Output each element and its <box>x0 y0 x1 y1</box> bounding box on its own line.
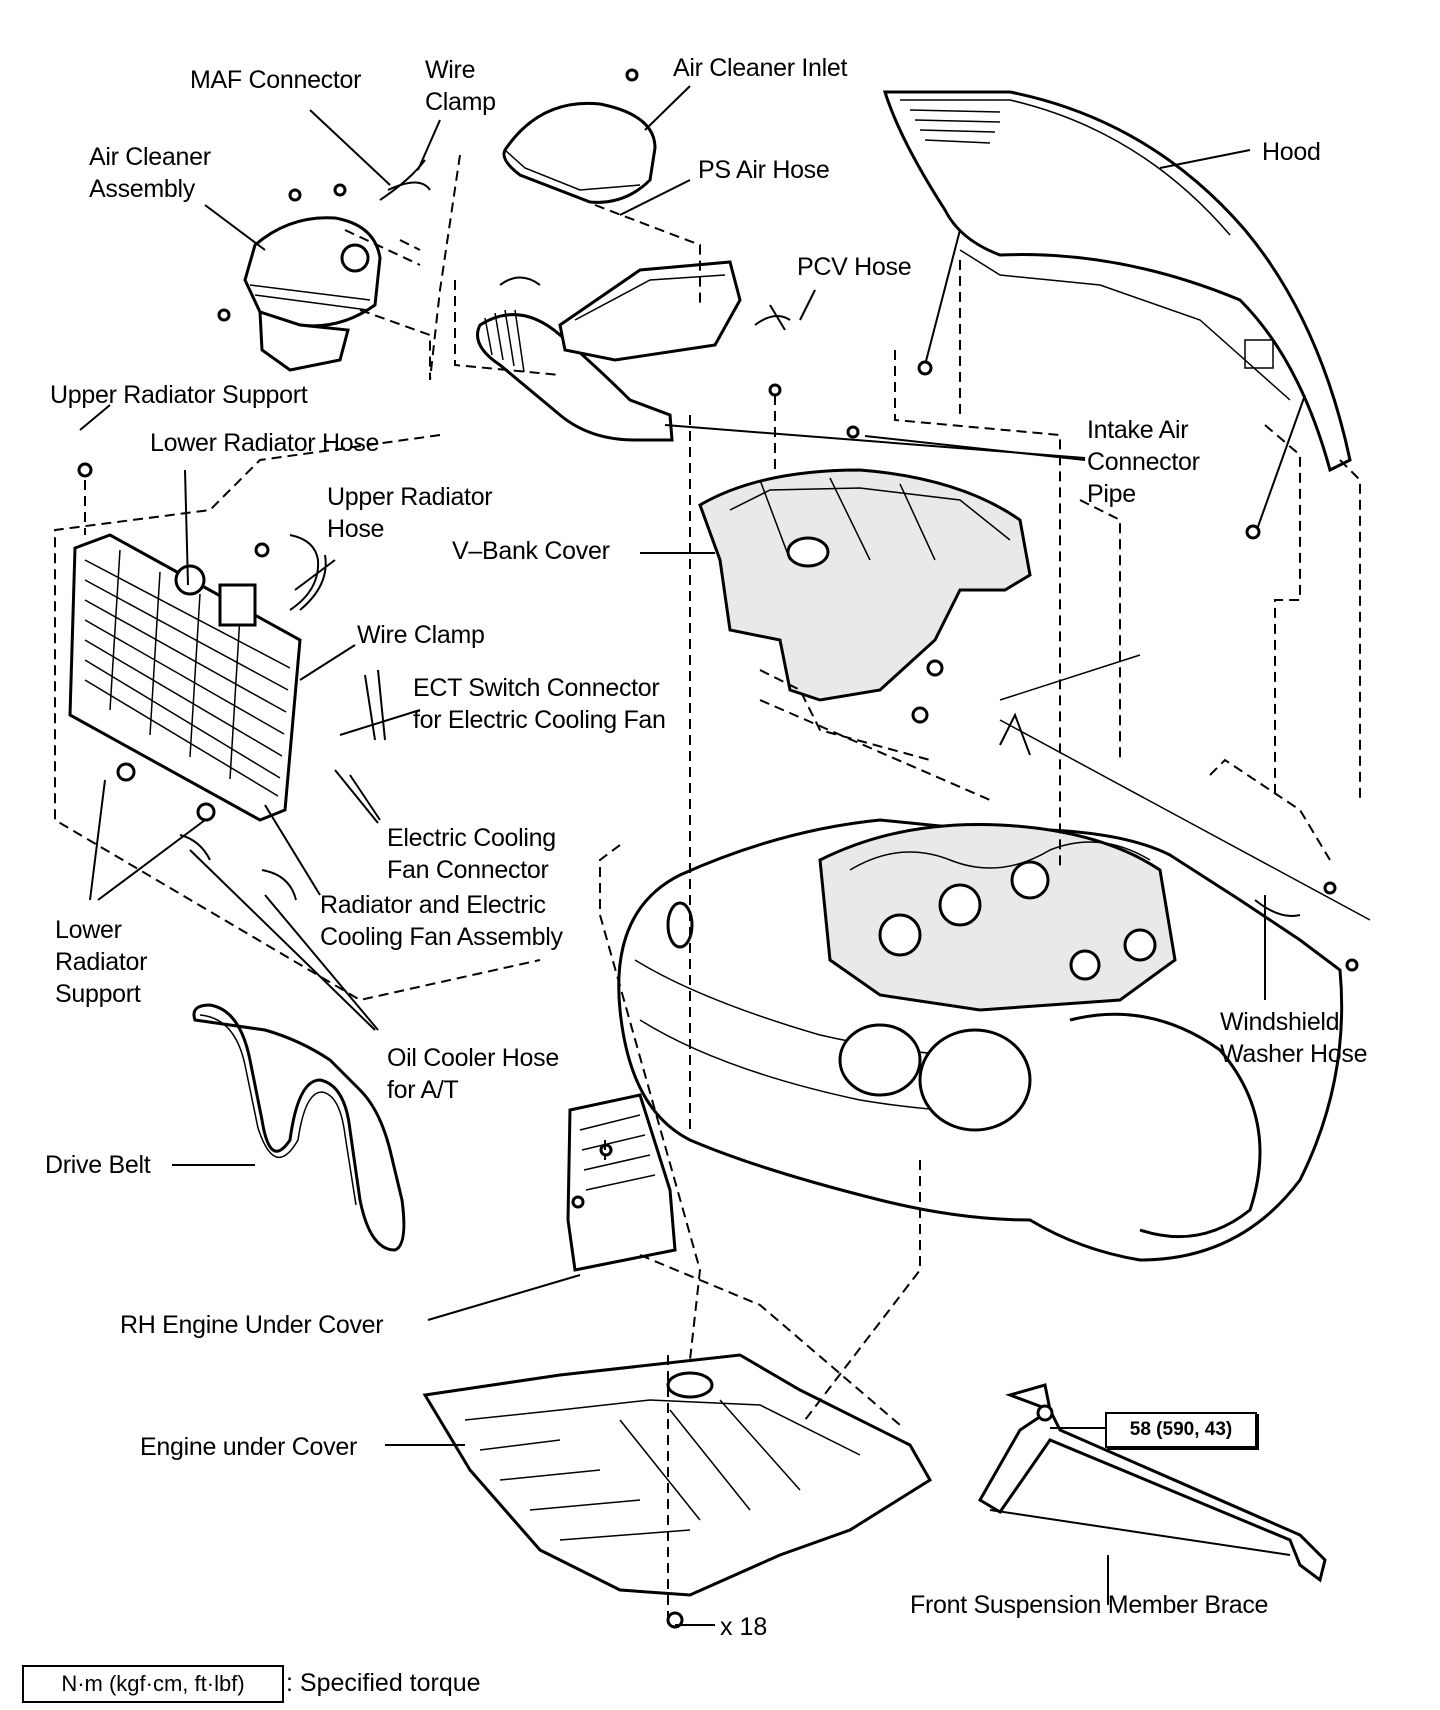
assembly-guide-lines <box>54 154 1361 1620</box>
label-rh-engine-under-cover: RH Engine Under Cover <box>120 1311 384 1339</box>
label-upper-radiator-hose-line1: Upper Radiator <box>327 483 493 511</box>
label-ps-air-hose: PS Air Hose <box>698 156 830 184</box>
label-drive-belt: Drive Belt <box>45 1151 151 1179</box>
label-pcv-hose: PCV Hose <box>797 253 912 281</box>
label-windshield-washer-hose-line1: Windshield <box>1220 1008 1340 1036</box>
v-bank-cover-drawing <box>640 468 1032 724</box>
label-upper-radiator-hose-line2: Hose <box>327 515 385 543</box>
label-electric-cooling-fan-connector-line2: Fan Connector <box>387 856 549 884</box>
label-engine-under-cover: Engine under Cover <box>140 1433 357 1461</box>
label-oil-cooler-hose-line1: Oil Cooler Hose <box>387 1044 559 1072</box>
label-oil-cooler-hose-line2: for A/T <box>387 1076 459 1104</box>
label-intake-air-connector-pipe-line1: Intake Air <box>1087 416 1189 444</box>
label-hood: Hood <box>1262 138 1321 166</box>
drive-belt-drawing <box>172 1003 406 1252</box>
front-suspension-member-brace-drawing <box>977 1383 1327 1605</box>
label-upper-radiator-support: Upper Radiator Support <box>50 381 308 409</box>
legend-unit-box: N·m (kgf·cm, ft·lbf) <box>22 1665 284 1703</box>
label-front-suspension-member-brace: Front Suspension Member Brace <box>910 1591 1269 1619</box>
label-lower-radiator-support-line3: Support <box>55 980 141 1008</box>
label-air-cleaner-inlet: Air Cleaner Inlet <box>673 54 848 82</box>
label-electric-cooling-fan-connector-line1: Electric Cooling <box>387 824 556 852</box>
air-cleaner-inlet-drawing <box>502 68 691 204</box>
label-windshield-washer-hose-line2: Washer Hose <box>1220 1040 1368 1068</box>
label-lower-radiator-hose: Lower Radiator Hose <box>150 429 380 457</box>
hood-drawing <box>882 90 1352 540</box>
label-ect-switch-line2: for Electric Cooling Fan <box>413 706 666 734</box>
label-air-cleaner-assembly-line2: Assembly <box>89 175 195 203</box>
intake-air-connector-pipe-drawing <box>476 179 1086 461</box>
rh-engine-under-cover-drawing <box>427 1093 677 1321</box>
legend-description: : Specified torque <box>286 1669 481 1697</box>
bolt-count: x 18 <box>720 1613 768 1641</box>
label-maf-connector: MAF Connector <box>190 66 362 94</box>
label-lower-radiator-support-line2: Radiator <box>55 948 148 976</box>
label-air-cleaner-assembly-line1: Air Cleaner <box>89 143 211 171</box>
label-radiator-fan-assembly-line2: Cooling Fan Assembly <box>320 923 563 951</box>
radiator-fan-assembly-drawing <box>68 404 421 1031</box>
label-ect-switch-line1: ECT Switch Connector <box>413 674 660 702</box>
label-v-bank-cover: V–Bank Cover <box>452 537 610 565</box>
label-wire-clamp-top-line2: Clamp <box>425 88 496 116</box>
label-intake-air-connector-pipe-line2: Connector <box>1087 448 1200 476</box>
label-wire-clamp-top-line1: Wire <box>425 56 476 84</box>
engine-under-cover-drawing <box>385 1353 933 1629</box>
label-radiator-fan-assembly-line1: Radiator and Electric <box>320 891 546 919</box>
label-intake-air-connector-pipe-line3: Pipe <box>1087 480 1136 508</box>
label-lower-radiator-support-line1: Lower <box>55 916 122 944</box>
engine-compartment-drawing <box>617 654 1371 1262</box>
label-wire-clamp-mid: Wire Clamp <box>357 621 485 649</box>
torque-spec-box: 58 (590, 43) <box>1105 1412 1257 1448</box>
air-cleaner-assembly-drawing <box>204 109 441 372</box>
